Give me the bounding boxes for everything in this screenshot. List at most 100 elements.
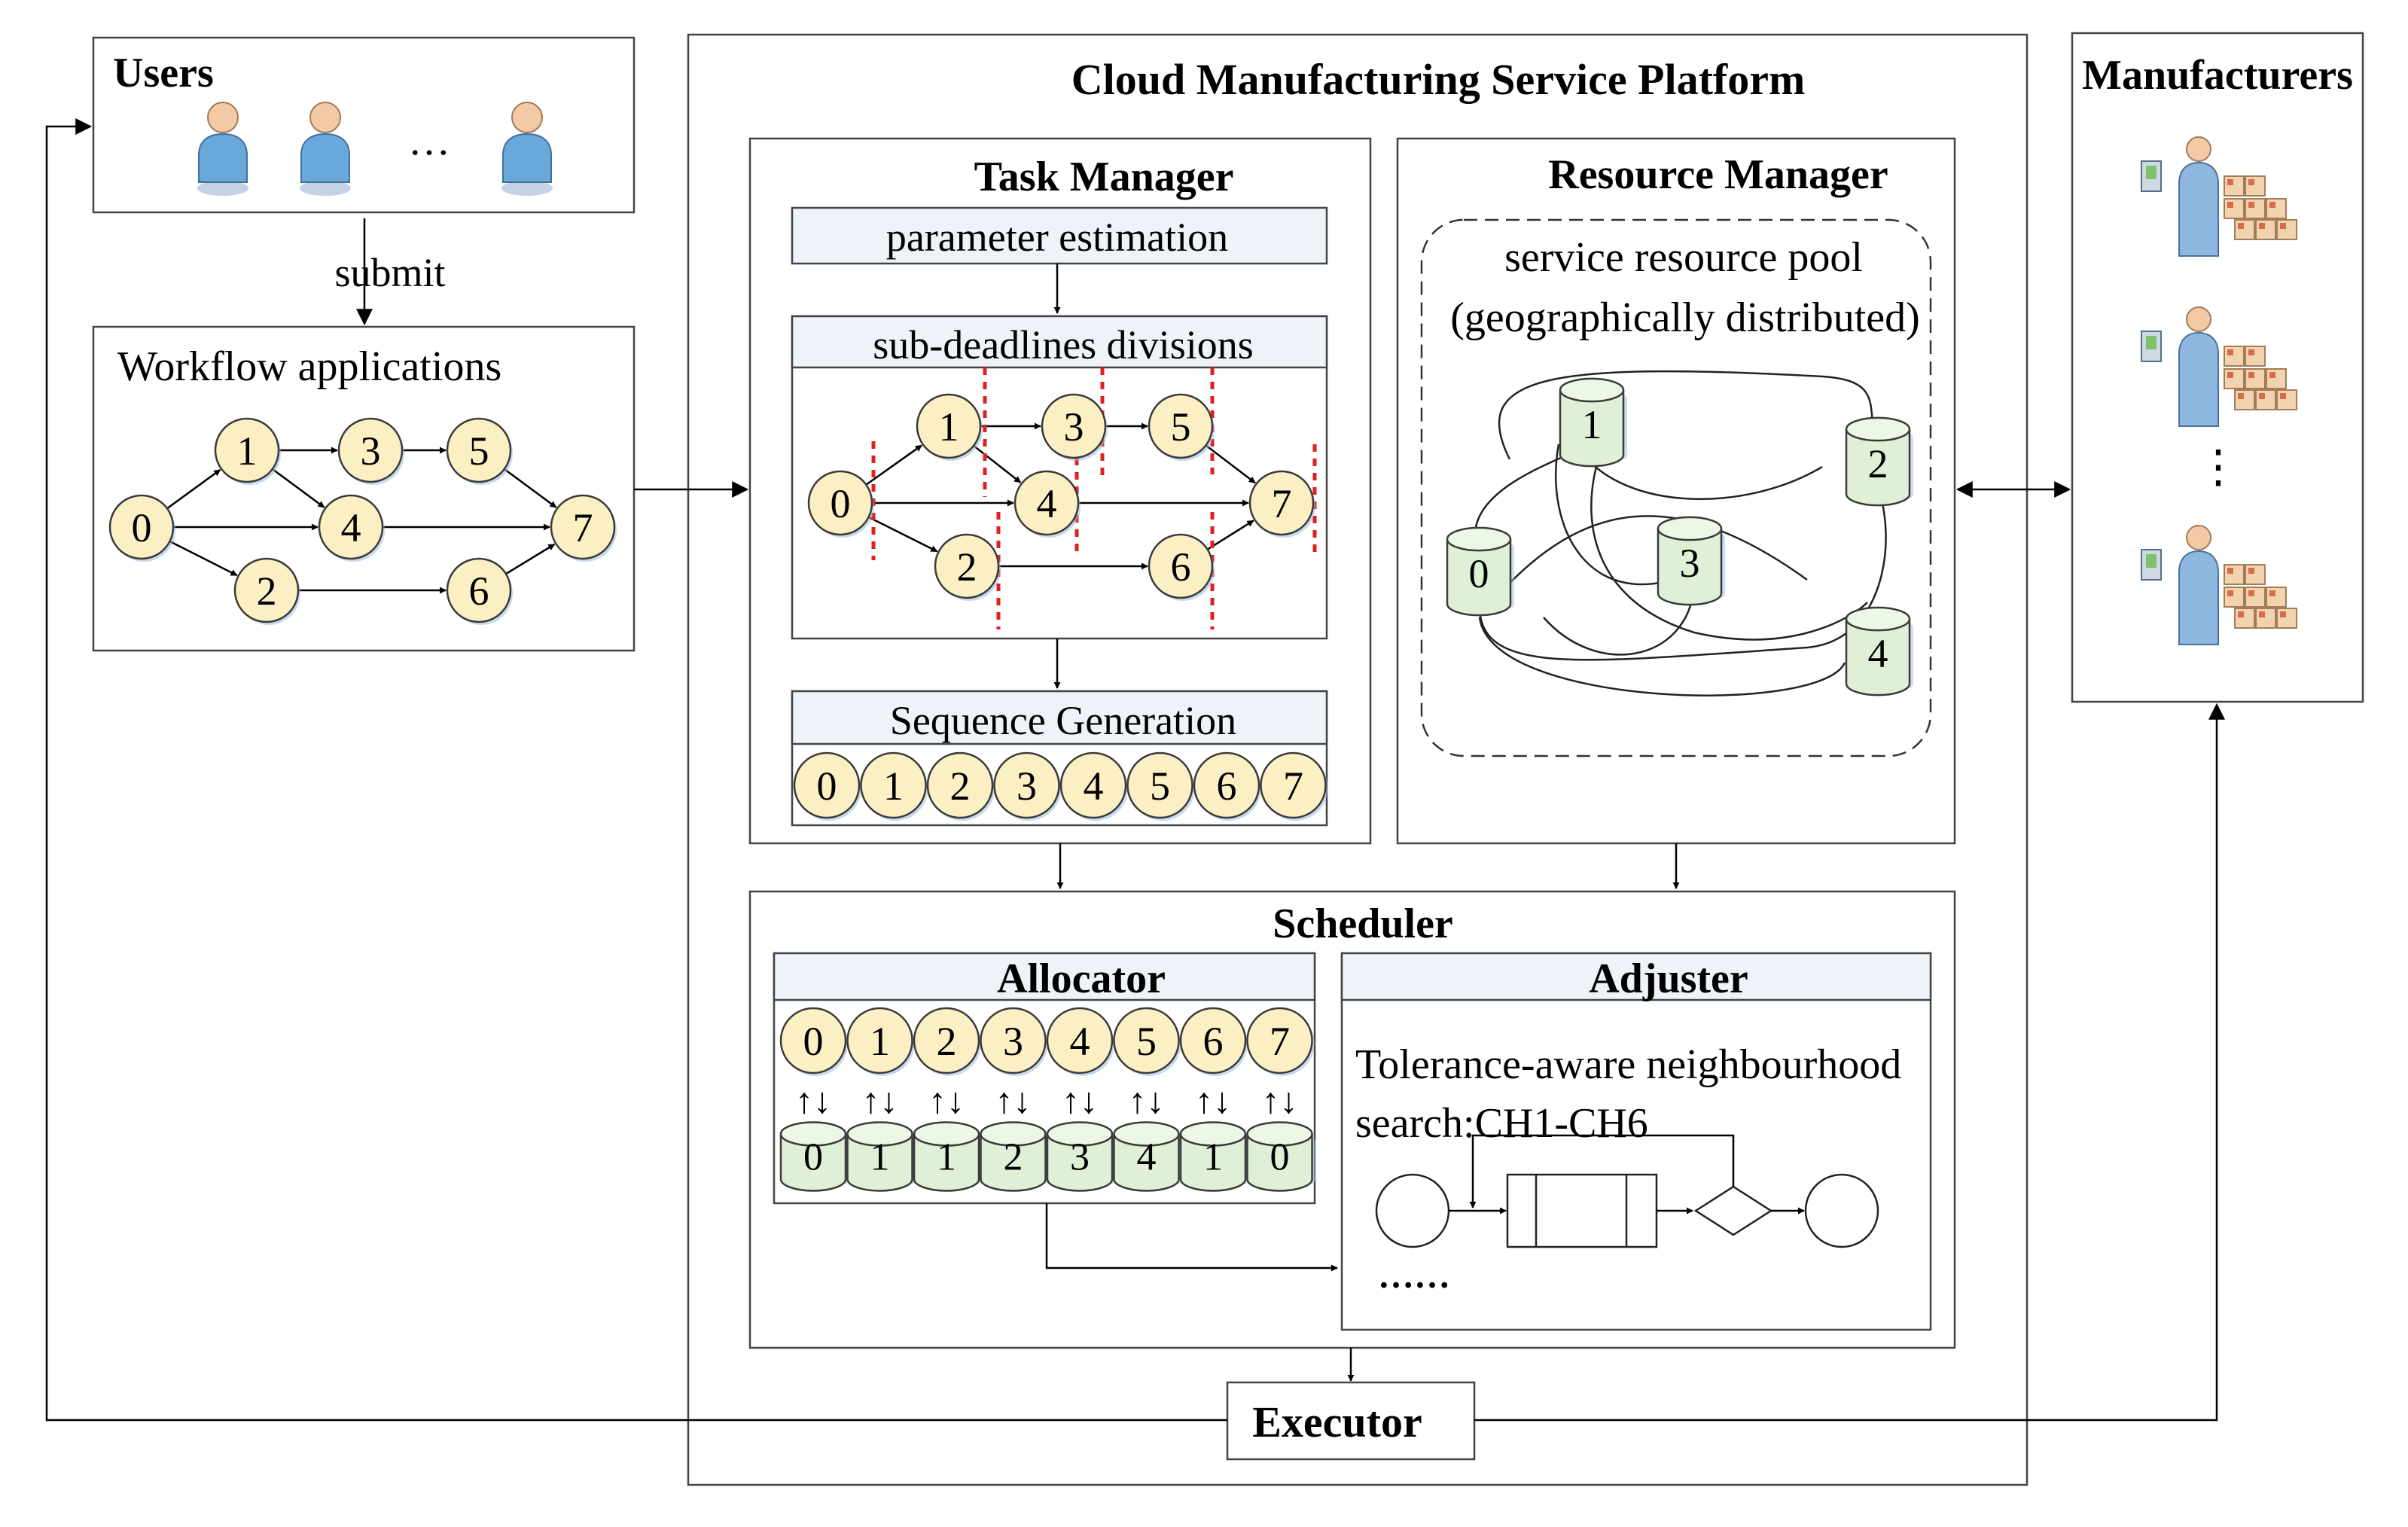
resource-node-label: 3	[1680, 541, 1700, 586]
executor-box: Executor	[1226, 1381, 1476, 1461]
subdeadline-node: 4	[1013, 470, 1081, 538]
graph-edge	[504, 468, 557, 508]
subdeadline-node: 2	[934, 533, 1001, 601]
subdeadline-node-label: 7	[1272, 481, 1292, 526]
allocator-resource-node-label: 1	[870, 1136, 890, 1179]
flow-queue	[1506, 1173, 1658, 1248]
parameter-estimation-box	[791, 206, 1328, 265]
user-icon	[501, 102, 553, 196]
workflow-node: 0	[108, 494, 175, 562]
allocator-task-node: 0	[779, 1007, 848, 1076]
users-title: Users	[113, 50, 214, 96]
workflow-node: 2	[233, 557, 300, 625]
resource-node-label: 0	[1469, 551, 1489, 596]
workflow-node-label: 4	[341, 505, 361, 550]
resource-graph: 0 1 2 3 4	[1446, 370, 1913, 696]
manufacturer-icon	[2141, 136, 2297, 257]
workflow-node-label: 7	[573, 505, 593, 550]
resource-node: 0	[1446, 526, 1514, 617]
user-icon	[300, 102, 351, 196]
manufacturer-icon	[2141, 525, 2297, 645]
flow-start-circle	[1375, 1173, 1450, 1248]
sequence-node: 6	[1193, 751, 1261, 821]
adjuster-title: Adjuster	[1589, 956, 1748, 1002]
resource-node-label: 4	[1868, 631, 1888, 676]
graph-edge	[868, 516, 938, 553]
workflow-node-label: 1	[237, 428, 258, 474]
allocator-task-node-label: 3	[1003, 1019, 1023, 1064]
sequence-node: 4	[1059, 751, 1128, 821]
manufacturers-panel: Manufacturers ⋮	[2071, 32, 2364, 703]
resource-node: 3	[1657, 516, 1725, 606]
subdeadline-node-label: 6	[1171, 544, 1191, 590]
swap-icon: ↑↓	[1262, 1081, 1298, 1121]
sequence-node-label: 7	[1283, 764, 1303, 809]
task-manager-title: Task Manager	[974, 154, 1234, 200]
manufacturer-icons	[2141, 136, 2297, 645]
graph-edge	[169, 540, 238, 577]
flow-end-circle	[1804, 1173, 1879, 1248]
sequence-node: 3	[993, 751, 1062, 821]
subdeadline-node-label: 4	[1037, 481, 1057, 526]
subdeadline-node: 3	[1041, 393, 1108, 461]
parameter-estimation-label: parameter estimation	[886, 215, 1228, 260]
resource-node-label: 2	[1868, 441, 1888, 486]
allocator-task-node: 5	[1113, 1007, 1181, 1076]
flow-loop-back	[1469, 1134, 1735, 1208]
graph-edge	[1206, 520, 1254, 550]
sequence-node: 0	[793, 751, 861, 821]
subdeadline-node-label: 3	[1064, 404, 1084, 450]
sequence-node-label: 1	[883, 764, 904, 809]
allocator-resource-node: 1	[1179, 1121, 1249, 1192]
allocator-resource-node-label: 3	[1070, 1136, 1090, 1179]
allocator-resource-node: 1	[846, 1121, 916, 1192]
sequence-node-label: 0	[817, 764, 837, 809]
subdeadline-label: sub-deadlines divisions	[873, 322, 1253, 367]
graph-edge	[1205, 444, 1256, 484]
swap-icon: ↑↓	[995, 1081, 1032, 1121]
graph-edge	[973, 444, 1022, 483]
allocator-resource-node-label: 1	[937, 1136, 956, 1179]
task-manager-panel: Task Manager parameter estimation sub-de…	[748, 137, 1372, 845]
allocator-resource-node: 1	[913, 1121, 983, 1192]
allocator-resource-node-label: 2	[1004, 1136, 1023, 1179]
resource-node-label: 1	[1582, 402, 1602, 447]
subdeadline-node: 5	[1148, 393, 1215, 461]
allocator-task-node: 3	[980, 1007, 1048, 1076]
allocator-resource-node: 3	[1046, 1121, 1116, 1192]
workflow-node-label: 0	[132, 505, 152, 550]
user-icon	[197, 102, 248, 196]
sequence-node: 5	[1126, 751, 1195, 821]
workflow-node: 3	[337, 417, 404, 485]
graph-edge	[166, 468, 221, 510]
allocator-task-node-label: 0	[803, 1019, 824, 1064]
graph-edge	[505, 543, 556, 575]
subdeadline-node-label: 2	[957, 544, 977, 590]
workflow-node-label: 3	[361, 428, 381, 474]
manufacturers-title: Manufacturers	[2082, 52, 2353, 99]
sequence-node-label: 5	[1150, 764, 1170, 809]
sequence-node-label: 2	[950, 764, 971, 809]
manufacturer-icon	[2141, 306, 2297, 427]
swap-icon: ↑↓	[1062, 1081, 1098, 1121]
user-icons	[197, 102, 553, 196]
allocator-resource-node: 0	[779, 1121, 849, 1192]
graph-edge	[272, 468, 325, 508]
sequence-node-label: 3	[1017, 764, 1037, 809]
allocator-resource-node-label: 0	[803, 1136, 823, 1179]
allocator-resource-node: 2	[980, 1121, 1050, 1192]
allocator-resource-node: 4	[1113, 1121, 1183, 1192]
allocator-task-node: 7	[1246, 1007, 1315, 1076]
allocator-resource-node-label: 4	[1137, 1136, 1157, 1179]
manufacturers-ellipsis: ⋮	[2196, 442, 2241, 492]
workflow-node: 4	[318, 494, 385, 562]
allocator-task-node: 6	[1179, 1007, 1248, 1076]
workflow-node: 5	[446, 417, 513, 485]
workflow-node-label: 5	[469, 428, 489, 474]
